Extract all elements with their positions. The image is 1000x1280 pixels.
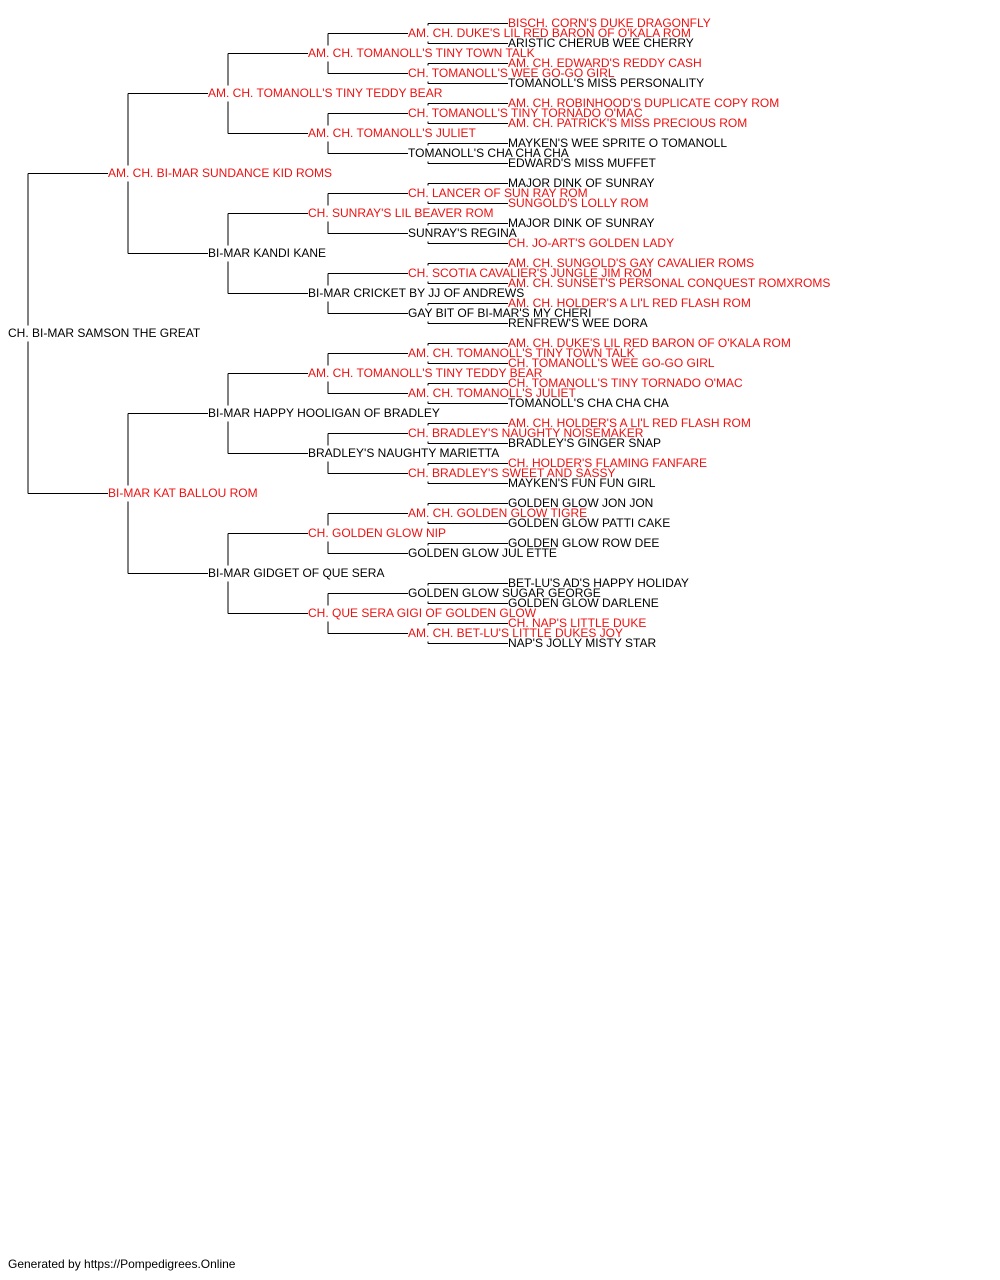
pedigree-node-gen5[interactable]: AM. CH. SUNGOLD'S GAY CAVALIER ROMS: [508, 256, 755, 270]
pedigree-node-gen4[interactable]: GAY BIT OF BI-MAR'S MY CHERI: [408, 306, 592, 320]
pedigree-node-gen4[interactable]: CH. BRADLEY'S NAUGHTY NOISEMAKER: [408, 426, 644, 440]
pedigree-node-gen5[interactable]: GOLDEN GLOW JON JON: [508, 496, 654, 510]
pedigree-node-gen5[interactable]: SUNGOLD'S LOLLY ROM: [508, 196, 649, 210]
pedigree-node-gen3[interactable]: BRADLEY'S NAUGHTY MARIETTA: [308, 446, 500, 460]
pedigree-node-gen4[interactable]: CH. BRADLEY'S SWEET AND SASSY: [408, 466, 616, 480]
pedigree-node-gen5[interactable]: GOLDEN GLOW ROW DEE: [508, 536, 660, 550]
pedigree-node-gen5[interactable]: BISCH. CORN'S DUKE DRAGONFLY: [508, 16, 711, 30]
pedigree-node-gen5[interactable]: ARISTIC CHERUB WEE CHERRY: [508, 36, 694, 50]
pedigree-node-gen5[interactable]: NAP'S JOLLY MISTY STAR: [508, 636, 657, 650]
footer-credit: Generated by https://Pompedigrees.Online: [8, 1257, 236, 1271]
pedigree-node-gen4[interactable]: AM. CH. TOMANOLL'S TINY TOWN TALK: [408, 346, 635, 360]
pedigree-node-gen4[interactable]: AM. CH. DUKE'S LIL RED BARON OF O'KALA R…: [408, 26, 691, 40]
pedigree-node-gen3[interactable]: CH. SUNRAY'S LIL BEAVER ROM: [308, 206, 494, 220]
pedigree-node-gen4[interactable]: CH. SCOTIA CAVALIER'S JUNGLE JIM ROM: [408, 266, 652, 280]
pedigree-node-gen4[interactable]: GOLDEN GLOW SUGAR GEORGE: [408, 586, 601, 600]
pedigree-node-gen0[interactable]: CH. BI-MAR SAMSON THE GREAT: [8, 326, 201, 340]
pedigree-node-gen4[interactable]: CH. LANCER OF SUN RAY ROM: [408, 186, 588, 200]
pedigree-node-gen5[interactable]: AM. CH. PATRICK'S MISS PRECIOUS ROM: [508, 116, 748, 130]
pedigree-node-gen5[interactable]: MAJOR DINK OF SUNRAY: [508, 176, 655, 190]
pedigree-node-gen5[interactable]: RENFREW'S WEE DORA: [508, 316, 648, 330]
pedigree-node-gen5[interactable]: AM. CH. ROBINHOOD'S DUPLICATE COPY ROM: [508, 96, 780, 110]
pedigree-node-gen5[interactable]: AM. CH. EDWARD'S REDDY CASH: [508, 56, 702, 70]
pedigree-node-gen4[interactable]: GOLDEN GLOW JUL ETTE: [408, 546, 557, 560]
pedigree-node-gen3[interactable]: AM. CH. TOMANOLL'S JULIET: [308, 126, 476, 140]
pedigree-node-gen5[interactable]: AM. CH. DUKE'S LIL RED BARON OF O'KALA R…: [508, 336, 791, 350]
pedigree-node-gen5[interactable]: BRADLEY'S GINGER SNAP: [508, 436, 661, 450]
pedigree-node-gen2[interactable]: AM. CH. TOMANOLL'S TINY TEDDY BEAR: [208, 86, 443, 100]
pedigree-node-gen1[interactable]: AM. CH. BI-MAR SUNDANCE KID ROMS: [108, 166, 333, 180]
pedigree-node-gen5[interactable]: BET-LU'S AD'S HAPPY HOLIDAY: [508, 576, 689, 590]
pedigree-node-gen4[interactable]: SUNRAY'S REGINA: [408, 226, 517, 240]
pedigree-node-gen3[interactable]: CH. GOLDEN GLOW NIP: [308, 526, 447, 540]
pedigree-node-gen5[interactable]: TOMANOLL'S CHA CHA CHA: [508, 396, 669, 410]
pedigree-node-gen5[interactable]: GOLDEN GLOW PATTI CAKE: [508, 516, 671, 530]
pedigree-node-gen2[interactable]: BI-MAR HAPPY HOOLIGAN OF BRADLEY: [208, 406, 440, 420]
pedigree-node-gen5[interactable]: CH. TOMANOLL'S WEE GO-GO GIRL: [508, 356, 715, 370]
pedigree-node-gen4[interactable]: AM. CH. BET-LU'S LITTLE DUKES JOY: [408, 626, 624, 640]
pedigree-node-gen5[interactable]: GOLDEN GLOW DARLENE: [508, 596, 659, 610]
pedigree-node-gen5[interactable]: MAYKEN'S WEE SPRITE O TOMANOLL: [508, 136, 728, 150]
pedigree-node-gen4[interactable]: CH. TOMANOLL'S WEE GO-GO GIRL: [408, 66, 615, 80]
pedigree-node-gen5[interactable]: CH. HOLDER'S FLAMING FANFARE: [508, 456, 707, 470]
pedigree-node-gen5[interactable]: MAJOR DINK OF SUNRAY: [508, 216, 655, 230]
pedigree-node-gen3[interactable]: BI-MAR CRICKET BY JJ OF ANDREWS: [308, 286, 525, 300]
pedigree-node-gen5[interactable]: CH. NAP'S LITTLE DUKE: [508, 616, 647, 630]
pedigree-node-gen4[interactable]: AM. CH. GOLDEN GLOW TIGRE: [408, 506, 588, 520]
pedigree-node-gen2[interactable]: BI-MAR KANDI KANE: [208, 246, 327, 260]
pedigree-node-gen5[interactable]: MAYKEN'S FUN FUN GIRL: [508, 476, 656, 490]
pedigree-node-gen5[interactable]: AM. CH. SUNSET'S PERSONAL CONQUEST ROMXR…: [508, 276, 831, 290]
pedigree-node-gen3[interactable]: AM. CH. TOMANOLL'S TINY TEDDY BEAR: [308, 366, 543, 380]
pedigree-node-gen5[interactable]: TOMANOLL'S MISS PERSONALITY: [508, 76, 705, 90]
pedigree-node-gen3[interactable]: CH. QUE SERA GIGI OF GOLDEN GLOW: [308, 606, 537, 620]
pedigree-node-gen4[interactable]: AM. CH. TOMANOLL'S JULIET: [408, 386, 576, 400]
pedigree-node-gen1[interactable]: BI-MAR KAT BALLOU ROM: [108, 486, 258, 500]
pedigree-node-gen5[interactable]: EDWARD'S MISS MUFFET: [508, 156, 656, 170]
pedigree-node-gen5[interactable]: AM. CH. HOLDER'S A LI'L RED FLASH ROM: [508, 296, 751, 310]
pedigree-node-gen5[interactable]: CH. TOMANOLL'S TINY TORNADO O'MAC: [508, 376, 743, 390]
pedigree-node-gen5[interactable]: CH. JO-ART'S GOLDEN LADY: [508, 236, 675, 250]
pedigree-node-gen3[interactable]: AM. CH. TOMANOLL'S TINY TOWN TALK: [308, 46, 535, 60]
pedigree-node-gen4[interactable]: TOMANOLL'S CHA CHA CHA: [408, 146, 569, 160]
pedigree-node-gen4[interactable]: CH. TOMANOLL'S TINY TORNADO O'MAC: [408, 106, 643, 120]
pedigree-node-gen2[interactable]: BI-MAR GIDGET OF QUE SERA: [208, 566, 385, 580]
pedigree-node-gen5[interactable]: AM. CH. HOLDER'S A LI'L RED FLASH ROM: [508, 416, 751, 430]
